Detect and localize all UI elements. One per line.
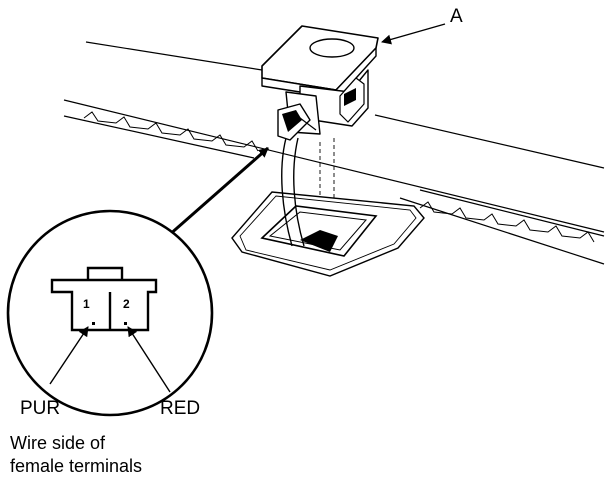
caption-line-2: female terminals: [10, 456, 142, 476]
red-wire-label: RED: [160, 398, 200, 419]
switch-assembly: [261, 25, 379, 141]
terminal-markers: [92, 322, 127, 325]
alignment-guides: [319, 138, 335, 200]
pur-wire-label: PUR: [20, 398, 60, 419]
red-wire-arrow: [127, 326, 171, 393]
callout-a-leader: [381, 23, 446, 45]
mounting-recess: [231, 191, 425, 277]
wire-harness: [281, 137, 305, 247]
terminal-1-label: 1: [83, 297, 90, 311]
caption-line-1: Wire side of: [10, 433, 106, 453]
pur-wire-arrow: [49, 326, 89, 385]
callout-a-label: A: [450, 6, 463, 27]
magnifier-leader: [167, 146, 269, 238]
connector-face: [50, 266, 158, 332]
terminal-2-label: 2: [123, 297, 130, 311]
panel-ridge: [83, 111, 595, 243]
